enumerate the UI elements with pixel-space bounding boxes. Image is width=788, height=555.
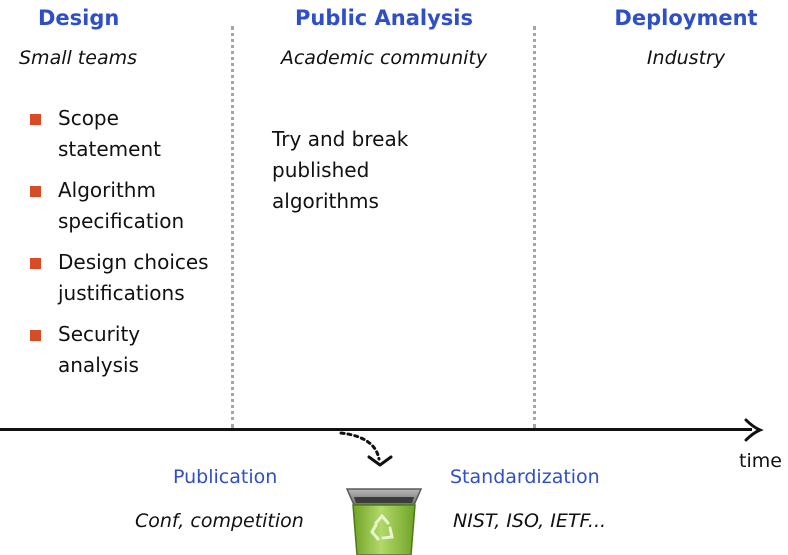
standardization-label: Standardization [450, 466, 600, 488]
bullet-item-algorithm-specification: Algorithm specification [30, 175, 208, 237]
square-bullet-icon [30, 258, 41, 269]
recycle-bin-icon [345, 488, 423, 555]
design-column-title: Design [38, 6, 120, 30]
design-column-subtitle: Small teams [19, 47, 137, 69]
bullet-item-label: Algorithm specification [58, 178, 185, 233]
timeline-axis [0, 428, 752, 431]
standardization-subtitle: NIST, ISO, IETF... [453, 510, 607, 532]
bullet-item-security-analysis: Security analysis [30, 319, 188, 381]
deployment-column-title: Deployment [614, 6, 758, 30]
column-divider-left [231, 26, 234, 428]
square-bullet-icon [30, 330, 41, 341]
design-bullet-list: Scope statement Algorithm specification … [30, 103, 240, 391]
bullet-item-label: Security analysis [58, 322, 141, 377]
bullet-item-label: Scope statement [58, 106, 161, 161]
dotted-arrow-to-trash-icon [339, 431, 393, 467]
publication-label: Publication [173, 466, 278, 488]
public-analysis-column-title: Public Analysis [295, 6, 473, 30]
column-divider-right [533, 26, 536, 428]
square-bullet-icon [30, 114, 41, 125]
publication-subtitle: Conf, competition [135, 510, 304, 532]
bullet-item-design-choices-justifications: Design choices justifications [30, 247, 243, 309]
public-analysis-description: Try and break published algorithms [272, 127, 409, 213]
bullet-item-label: Design choices justifications [58, 250, 209, 305]
square-bullet-icon [30, 186, 41, 197]
timeline-arrowhead-icon [744, 418, 764, 442]
bullet-item-scope-statement: Scope statement [30, 103, 188, 165]
timeline-time-label: time [739, 450, 782, 472]
public-analysis-column-subtitle: Academic community [280, 47, 488, 69]
deployment-column-subtitle: Industry [646, 47, 726, 69]
